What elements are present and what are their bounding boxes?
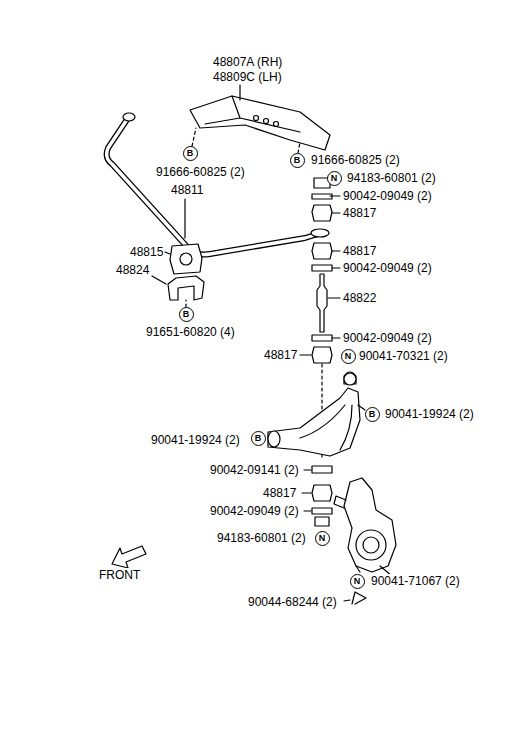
part-number: 94183-60801 (2) <box>346 171 437 185</box>
part-number: 91651-60820 (4) <box>145 325 236 339</box>
part-number: 90041-19924 (2) <box>384 407 475 421</box>
part-number: 94183-60801 (2) <box>216 531 307 545</box>
link-stack <box>300 178 340 363</box>
part-number: 48809C (LH) <box>212 70 283 84</box>
part-number: 48824 <box>115 263 150 277</box>
part-number: 48817 <box>342 244 377 258</box>
callout-circle: N <box>341 349 356 364</box>
callout-letter: N <box>319 533 326 543</box>
callout-circle: B <box>365 407 380 422</box>
part-number: 48811 <box>170 183 204 197</box>
callout-letter: N <box>354 576 361 586</box>
part-number: 90044-68244 (2) <box>247 595 338 609</box>
part-number: 90042-09049 (2) <box>209 504 300 518</box>
lower-arm <box>268 372 365 456</box>
part-number: 90041-70321 (2) <box>358 349 449 363</box>
part-number: 48817 <box>262 486 297 500</box>
part-number: 90042-09049 (2) <box>342 331 433 345</box>
callout-letter: B <box>369 409 376 419</box>
part-number: 90042-09049 (2) <box>342 189 433 203</box>
part-number: 90041-19924 (2) <box>150 433 241 447</box>
callout-letter: B <box>294 155 301 165</box>
part-number: 48817 <box>263 348 298 362</box>
part-number: 90041-71067 (2) <box>370 574 461 588</box>
callout-circle: B <box>290 153 305 168</box>
callout-circle: N <box>327 171 342 186</box>
callout-letter: N <box>345 351 352 361</box>
front-arrow <box>112 546 146 568</box>
stabilizer-bar <box>107 113 329 255</box>
lower-stack <box>302 466 332 526</box>
part-number: 48815 <box>129 245 164 259</box>
part-number: 91666-60825 (2) <box>155 165 246 179</box>
callout-letter: N <box>331 173 338 183</box>
part-number: 91666-60825 (2) <box>310 153 401 167</box>
callout-circle: B <box>251 431 266 446</box>
callout-circle: B <box>183 146 198 161</box>
direction-label: FRONT <box>98 568 141 582</box>
callout-letter: B <box>183 309 190 319</box>
callout-letter: B <box>187 148 194 158</box>
callout-circle: N <box>315 531 330 546</box>
bracket <box>190 85 330 150</box>
part-number: 48822 <box>342 291 377 305</box>
part-number: 48817 <box>342 206 377 220</box>
part-number: 90042-09049 (2) <box>342 261 433 275</box>
callout-letter: B <box>255 433 262 443</box>
part-number: 90042-09141 (2) <box>209 463 300 477</box>
part-number: 48807A (RH) <box>212 55 283 69</box>
callout-circle: B <box>179 307 194 322</box>
callout-circle: N <box>350 574 365 589</box>
